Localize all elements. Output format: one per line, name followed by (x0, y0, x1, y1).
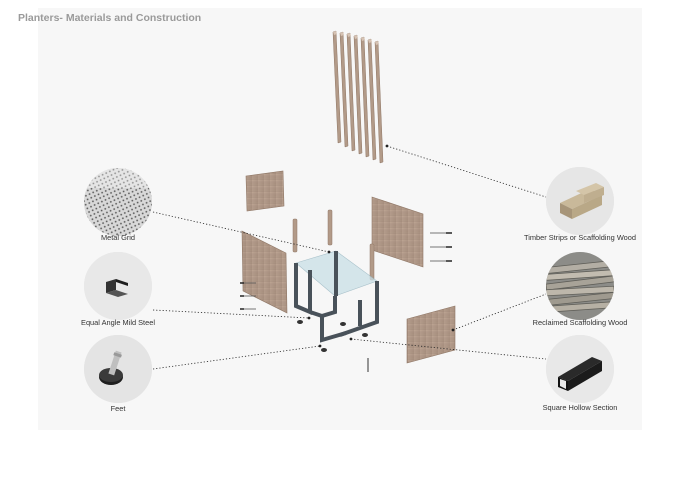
leader-dots (307, 144, 455, 348)
equal-angle-swatch (84, 252, 152, 320)
timber-strips (332, 30, 384, 164)
metal-grid-label: Metal Grid (100, 233, 136, 242)
square-hollow-swatch (546, 335, 614, 403)
wood-panel-front (406, 305, 456, 364)
reclaimed-wood-swatch (546, 252, 614, 320)
wood-panel-right (371, 196, 424, 268)
wood-panel-left (241, 230, 288, 314)
screws-left (240, 282, 256, 310)
page-title: Planters- Materials and Construction (18, 12, 202, 24)
square-hollow-label: Square Hollow Section (542, 403, 618, 412)
wood-panel-back-left (245, 170, 285, 212)
equal-angle-label: Equal Angle Mild Steel (81, 318, 155, 327)
timber-strips-swatch (546, 167, 614, 235)
screws-right (430, 232, 452, 262)
timber-strips-label: Timber Strips or Scaffolding Wood (523, 233, 636, 242)
feet-label: Feet (110, 404, 126, 413)
reclaimed-wood-label: Reclaimed Scaffolding Wood (532, 318, 628, 327)
feet-pieces (297, 320, 369, 372)
feet-swatch (84, 335, 152, 403)
leader-lines (152, 145, 547, 370)
steel-frame (294, 251, 379, 343)
metal-grid-swatch (84, 168, 152, 236)
